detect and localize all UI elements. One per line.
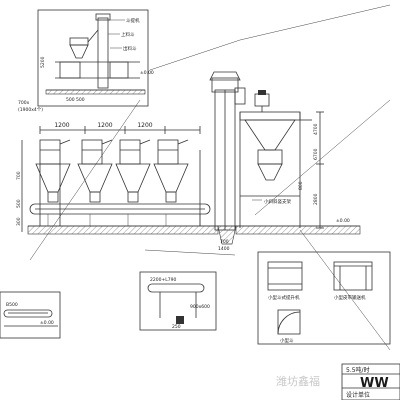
inset-label-b: 上料斗 [121,31,135,38]
belt-conveyor [29,203,211,226]
left-note-1: 700x [18,100,30,106]
bay-spacing-2: 1200 [97,122,112,129]
bucket-elevator [209,71,246,231]
hopper-bin-2 [77,139,113,203]
inset-top-detail: 斗提机 上料斗 出料斗 ±0.00 5200 500 500 [37,9,154,107]
inset-dim-height: 5200 [40,56,46,68]
title-block-design-unit: 设计单位 [346,391,370,399]
bottom-dim-2: 1400 [218,246,230,252]
left-note-2: (1900x4个) [18,107,43,113]
left-dim-1: 700 [16,171,22,180]
tower-dim: 800 [298,181,304,190]
left-detail-level: ±0.00 [40,320,54,326]
bay-spacing-3: 1200 [137,122,152,129]
main-elevation: 1200 1200 1200 700x (1900x4个) 700 500 30… [16,71,361,252]
inset-level: ±0.00 [140,70,154,76]
right-label-b: 小型皮带输送机 [334,294,366,301]
hopper-bin-1 [35,139,71,203]
floor-level: ±0.00 [336,218,350,224]
center-dim-low: 250 [172,324,181,330]
inset-label-c: 出料斗 [123,45,137,52]
bottom-dim-1: 700 [220,239,229,245]
hopper-bin-4 [153,139,189,203]
left-dim-3: 300 [16,217,22,226]
mixer-label: 小斜斜竖支架 [264,198,291,205]
right-dim-1: 4700 [313,123,319,135]
mixer-tower: 小斜斜竖支架 800 [239,111,312,228]
title-block-logo: WW [360,376,389,391]
bay-spacing-1: 1200 [54,122,69,129]
right-detail: 小型斗式提升机 小型皮带输送机 小型斗 [257,251,391,345]
title-block: 5.5吨/时 WW 设计单位 [341,363,400,400]
right-dim-3: 2800 [313,193,319,205]
title-block-title: 5.5吨/时 [346,366,370,374]
motor-unit [254,90,270,112]
hopper-bin-3 [115,139,151,203]
left-detail-label: B500 [6,302,18,308]
left-detail: B500 ±0.00 [0,291,61,339]
right-label-a: 小型斗式提升机 [268,294,300,301]
center-dim-side: 900x600 [190,304,210,310]
company-watermark: 潍坊鑫福 [276,374,320,388]
inset-dim-width: 500 500 [66,97,85,103]
inset-label-a: 斗提机 [126,17,140,24]
ground-slab [27,225,361,245]
left-dim-2: 500 [16,199,22,208]
right-label-c: 小型斗 [280,337,294,344]
right-dim-2: 6700 [313,148,319,160]
center-dim-top: 2200+L790 [150,277,176,283]
center-detail: 2200+L790 900x600 250 [139,271,217,331]
